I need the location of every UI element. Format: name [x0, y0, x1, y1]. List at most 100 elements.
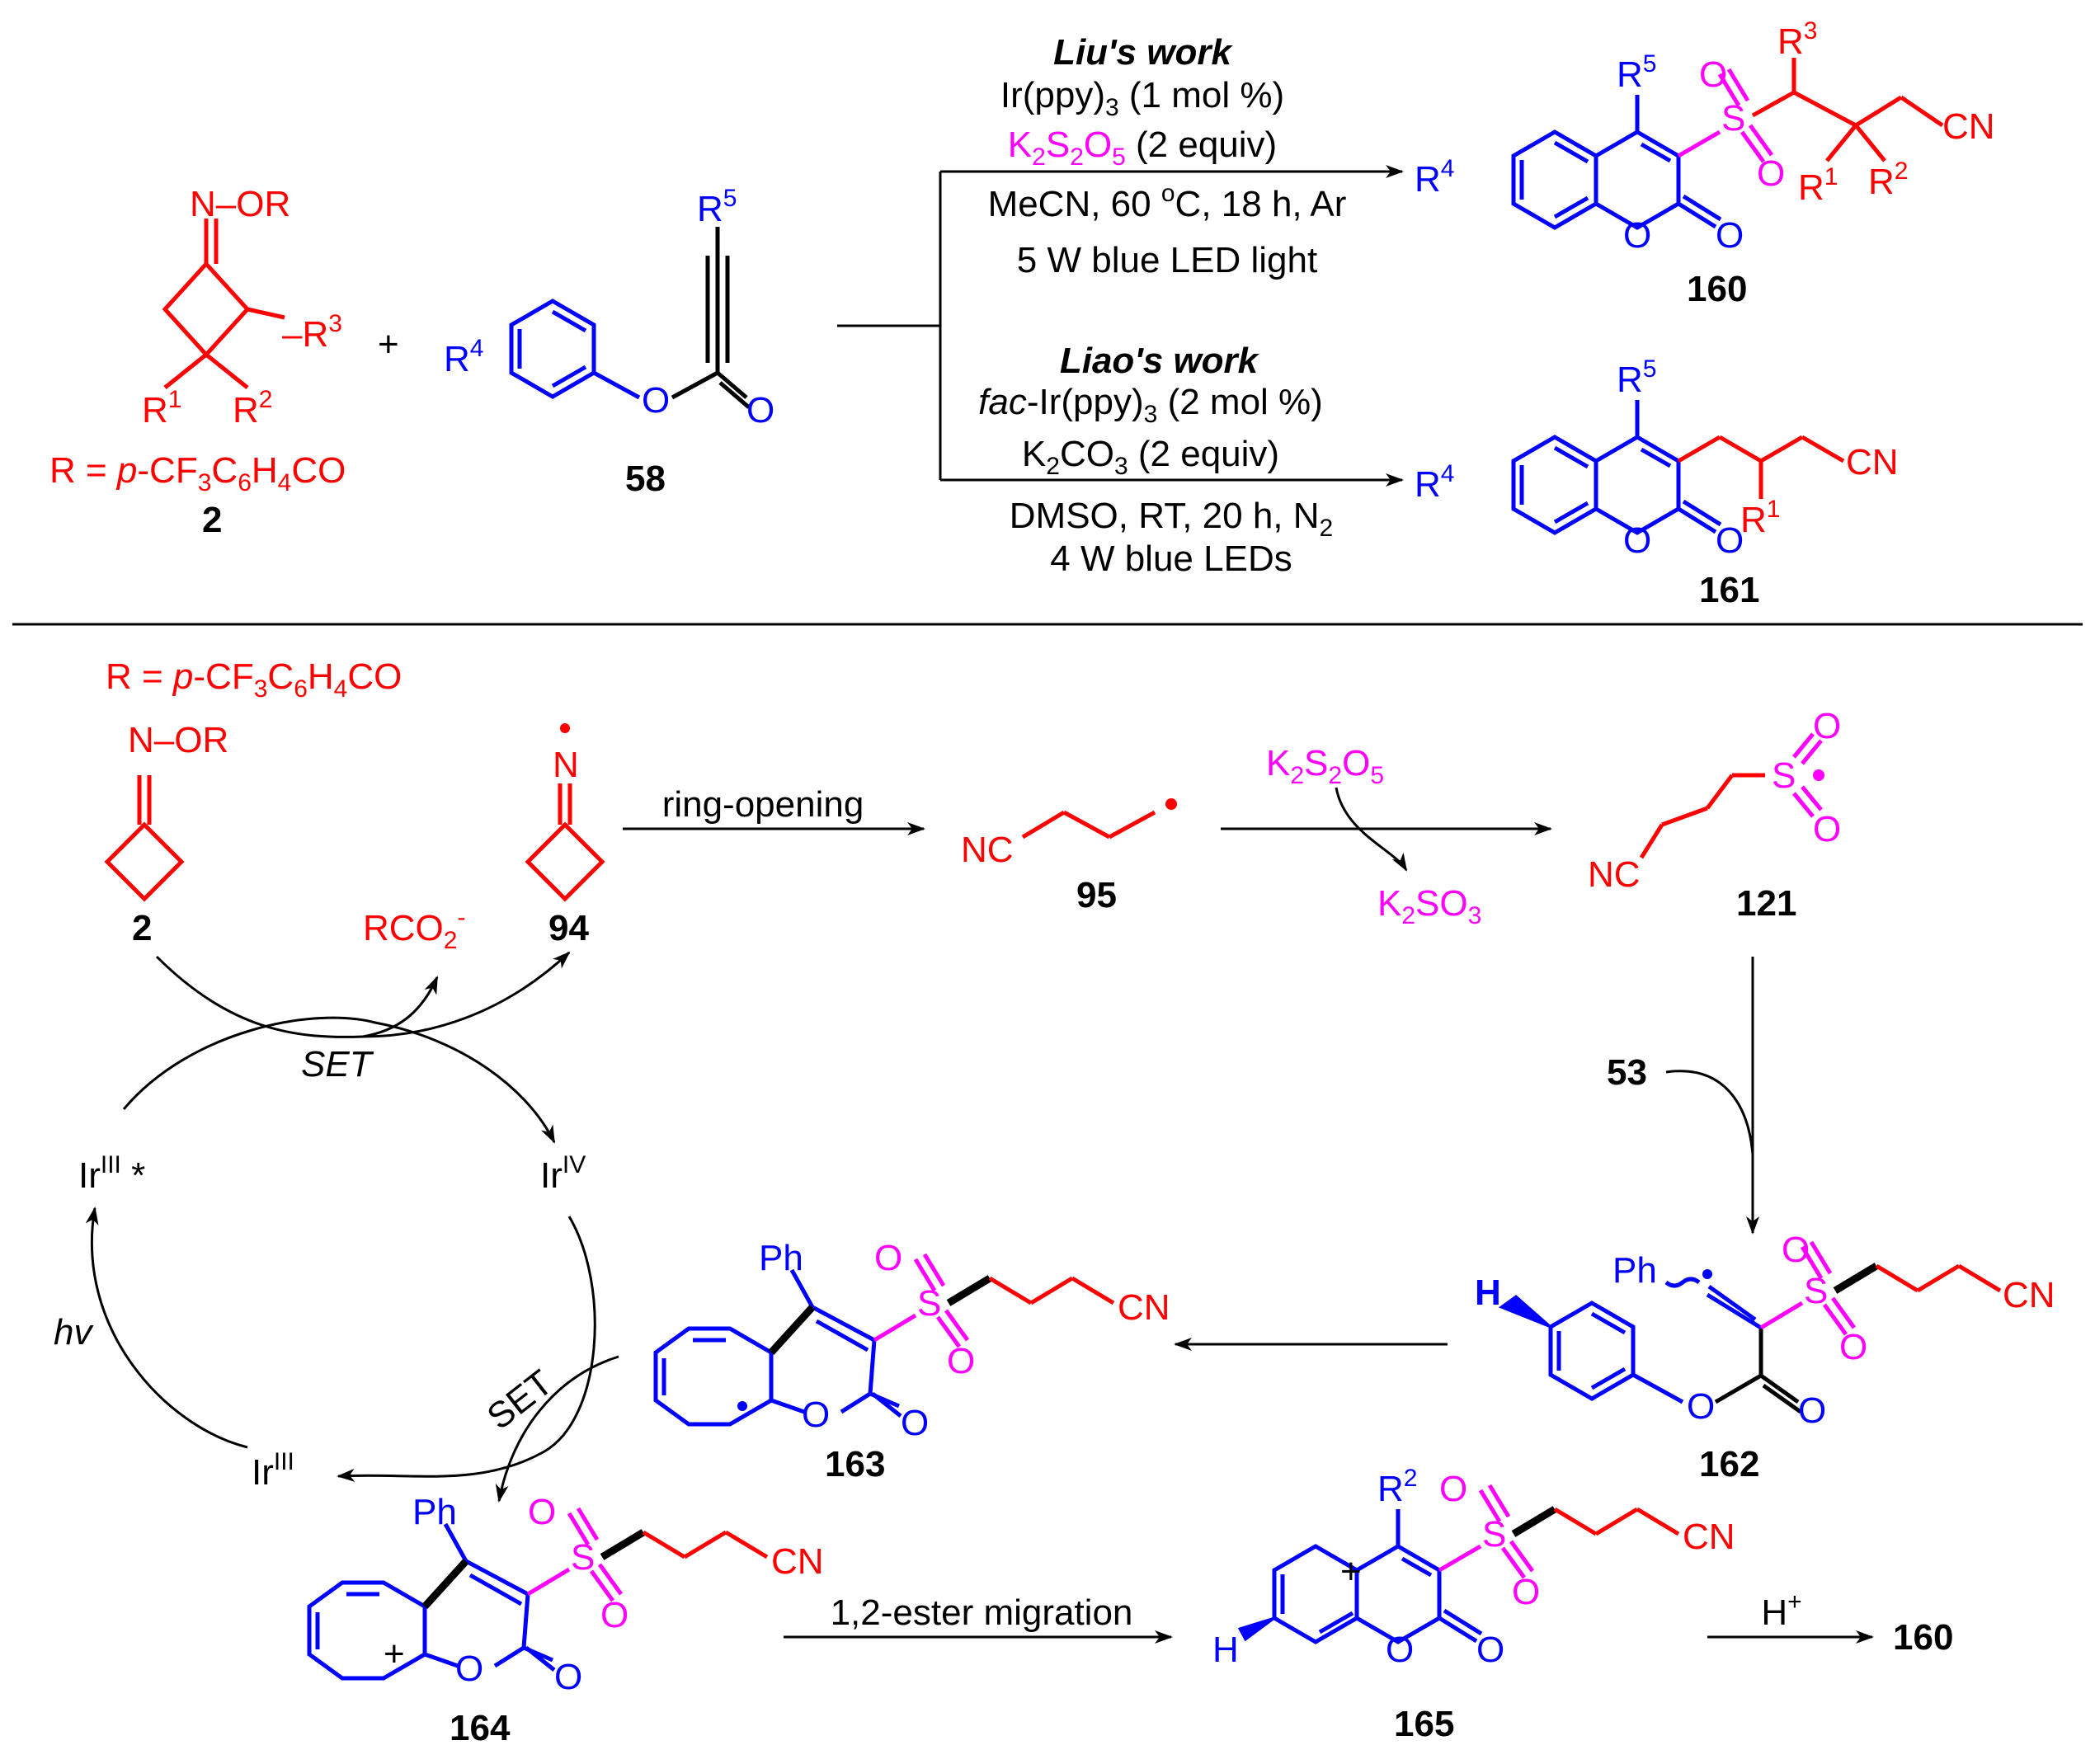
svg-text:–R3: –R3	[282, 310, 342, 355]
nitrile-cn: CN	[1683, 1517, 1735, 1557]
iminyl-nitrogen: N	[553, 745, 579, 785]
sulfonyl-o-top: O	[874, 1238, 902, 1278]
compound-label-162: 162	[1699, 1444, 1759, 1484]
k2so3-byproduct: K2SO3	[1377, 883, 1481, 929]
carbonyl-oxygen: O	[554, 1657, 582, 1697]
svg-text:R1: R1	[1798, 163, 1838, 208]
svg-text:R1: R1	[1740, 496, 1780, 540]
r2-substituent: R	[1868, 162, 1895, 202]
mech-compound-162: H Ph S O O O O CN 162	[1475, 1230, 2055, 1484]
compound-label-2: 2	[132, 908, 152, 948]
ester-oxygen: O	[1687, 1386, 1715, 1427]
radical-dot	[560, 723, 570, 733]
liao-base: K2CO3 (2 equiv)	[1022, 434, 1279, 480]
svg-text:R5: R5	[1617, 355, 1656, 400]
radical-dot	[1813, 769, 1824, 781]
r2-substituent: R	[1377, 1469, 1404, 1509]
sulfonyl-o-bottom: O	[600, 1595, 628, 1635]
nitrile-cn: CN	[1846, 442, 1899, 482]
liao-solvent-temp: DMSO, RT, 20 h, N2	[1010, 496, 1333, 542]
ester-migration-label: 1,2-ester migration	[831, 1592, 1133, 1633]
svg-text:R5: R5	[1617, 50, 1656, 95]
reactant-2: N–OR –R3 R1 R2 R = p-CF3C6H4CO 2	[49, 184, 346, 540]
mech-compound-95: NC 95	[961, 798, 1177, 915]
nitrile-cn: CN	[1118, 1287, 1170, 1328]
sulfonyl-s: S	[1482, 1514, 1506, 1555]
compound-label-164: 164	[450, 1708, 511, 1748]
svg-text:R4: R4	[444, 335, 483, 379]
r4-substituent: R	[444, 339, 470, 379]
r5-substituent: R	[1617, 54, 1643, 95]
radical-dot	[737, 1401, 747, 1411]
svg-text:R4: R4	[1415, 155, 1454, 200]
hydrogen-h: H	[1212, 1630, 1239, 1670]
ir-iii-excited: IrIII *	[78, 1151, 145, 1196]
sulfonyl-s: S	[1772, 755, 1796, 796]
svg-text:R1: R1	[142, 386, 181, 430]
sulfonyl-o-bottom: O	[1512, 1572, 1540, 1612]
mech-compound-94: N 94	[525, 723, 605, 948]
compound-label-58: 58	[625, 459, 666, 499]
product-160: S O O O O R4 R5 R3 R1 R2 CN 160	[1415, 17, 1995, 309]
ring-oxygen: O	[1386, 1630, 1414, 1670]
photocatalytic-cycle	[85, 951, 619, 1503]
ring-opening-label: ring-opening	[662, 784, 864, 825]
carbonyl-oxygen: O	[1798, 1390, 1826, 1431]
light-hv-label: hv	[54, 1312, 94, 1352]
svg-text:R3: R3	[1777, 17, 1817, 62]
liu-solvent-temp: MeCN, 60 oC, 18 h, Ar	[988, 180, 1347, 224]
set-label-bottom: SET	[480, 1362, 561, 1437]
svg-text:R2: R2	[1868, 158, 1908, 202]
r3-substituent: –R	[282, 314, 328, 355]
rco2-byproduct: RCO2-	[363, 904, 465, 954]
h-plus-label: H+	[1761, 1588, 1801, 1633]
ir-iv: IrIV	[540, 1151, 586, 1196]
carbonyl-oxygen: O	[901, 1403, 929, 1443]
r3-substituent: R	[1777, 21, 1804, 62]
sulfonyl-o-top: O	[1699, 54, 1727, 95]
nitrile-cn: CN	[771, 1541, 824, 1582]
so2-insertion-arrow	[1221, 787, 1552, 872]
compound-label-94: 94	[548, 908, 589, 948]
phenyl-ph: Ph	[1612, 1250, 1657, 1291]
r4-substituent: R	[1415, 464, 1441, 505]
mech-compound-121: S O O NC 121	[1588, 706, 1841, 924]
product-161: O O R4 R5 R1 CN 161	[1415, 355, 1899, 610]
r4-substituent: R	[1415, 159, 1441, 200]
r1-substituent: R	[1740, 500, 1767, 540]
sulfonyl-s: S	[1721, 98, 1745, 139]
compound-label-53: 53	[1607, 1052, 1647, 1093]
compound-label-163: 163	[825, 1444, 885, 1484]
r2-substituent: R	[233, 390, 259, 430]
svg-text:R4: R4	[1415, 460, 1454, 505]
sulfonyl-o-bottom: O	[1757, 153, 1785, 194]
mech-compound-165: H + R2 S O O O O CN 165	[1212, 1465, 1735, 1744]
radical-dot	[1702, 1269, 1712, 1279]
nitrile-nc: NC	[1588, 854, 1641, 895]
ring-oxygen: O	[455, 1649, 483, 1689]
r1-substituent: R	[1798, 167, 1824, 208]
liu-work-header: Liu's work	[1053, 32, 1233, 73]
ir-iii-ground: IrIII	[252, 1448, 294, 1493]
sulfonyl-o-bottom: O	[947, 1341, 975, 1381]
r5-substituent: R	[1617, 360, 1643, 400]
ring-oxygen: O	[802, 1395, 830, 1435]
liu-oxidant: K2S2O5 (2 equiv)	[1008, 125, 1277, 171]
cation-plus: +	[1340, 1551, 1362, 1592]
branch-arrows	[837, 165, 1404, 487]
phenyl-ph: Ph	[759, 1238, 803, 1278]
sulfonyl-s: S	[917, 1283, 941, 1324]
ring-oxygen: O	[1623, 215, 1651, 256]
r-definition-mechanism: R = p-CF3C6H4CO	[106, 656, 402, 703]
plus-sign: +	[378, 324, 399, 365]
r1-substituent: R	[142, 390, 168, 430]
k2s2o5-reagent: K2S2O5	[1266, 743, 1384, 789]
liao-conditions: Liao's work fac-Ir(ppy)3 (2 mol %) K2CO3…	[978, 341, 1333, 579]
mech-compound-164: Ph + S O O O O CN 164	[307, 1492, 824, 1748]
cation-plus: +	[384, 1634, 405, 1674]
nitrile-nc: NC	[961, 830, 1014, 870]
set-label-top: SET	[301, 1044, 374, 1084]
final-product-160: 160	[1893, 1617, 1953, 1658]
sulfonyl-s: S	[571, 1537, 595, 1578]
carbonyl-oxygen: O	[1476, 1630, 1504, 1670]
